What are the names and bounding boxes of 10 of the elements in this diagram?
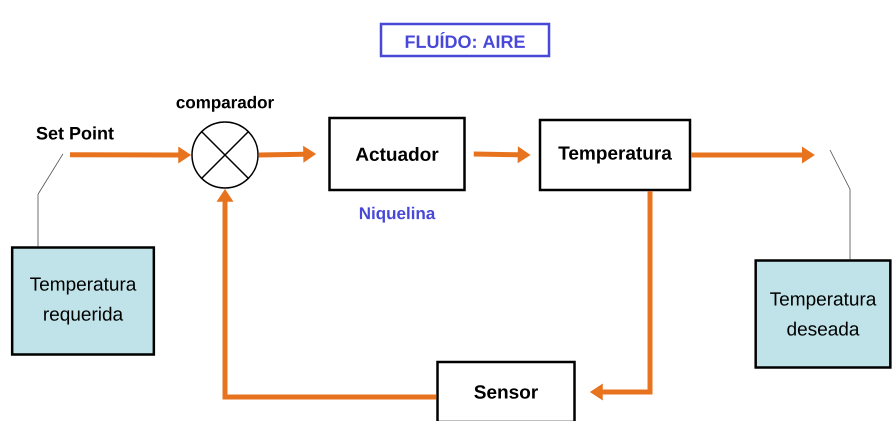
process-box: Actuador [328,116,466,192]
node-label: Niquelina [360,206,436,223]
process-box: Sensor [436,360,576,421]
leader-line [830,150,850,260]
note-box: Temperatura deseada [754,259,892,369]
note-box: Temperatura requerida [10,246,156,356]
title-box: FLUÍDO: AIRE [380,22,550,58]
leader-line [38,153,64,247]
process-box: Temperatura [538,118,692,192]
input-label: Set Point [36,126,114,140]
